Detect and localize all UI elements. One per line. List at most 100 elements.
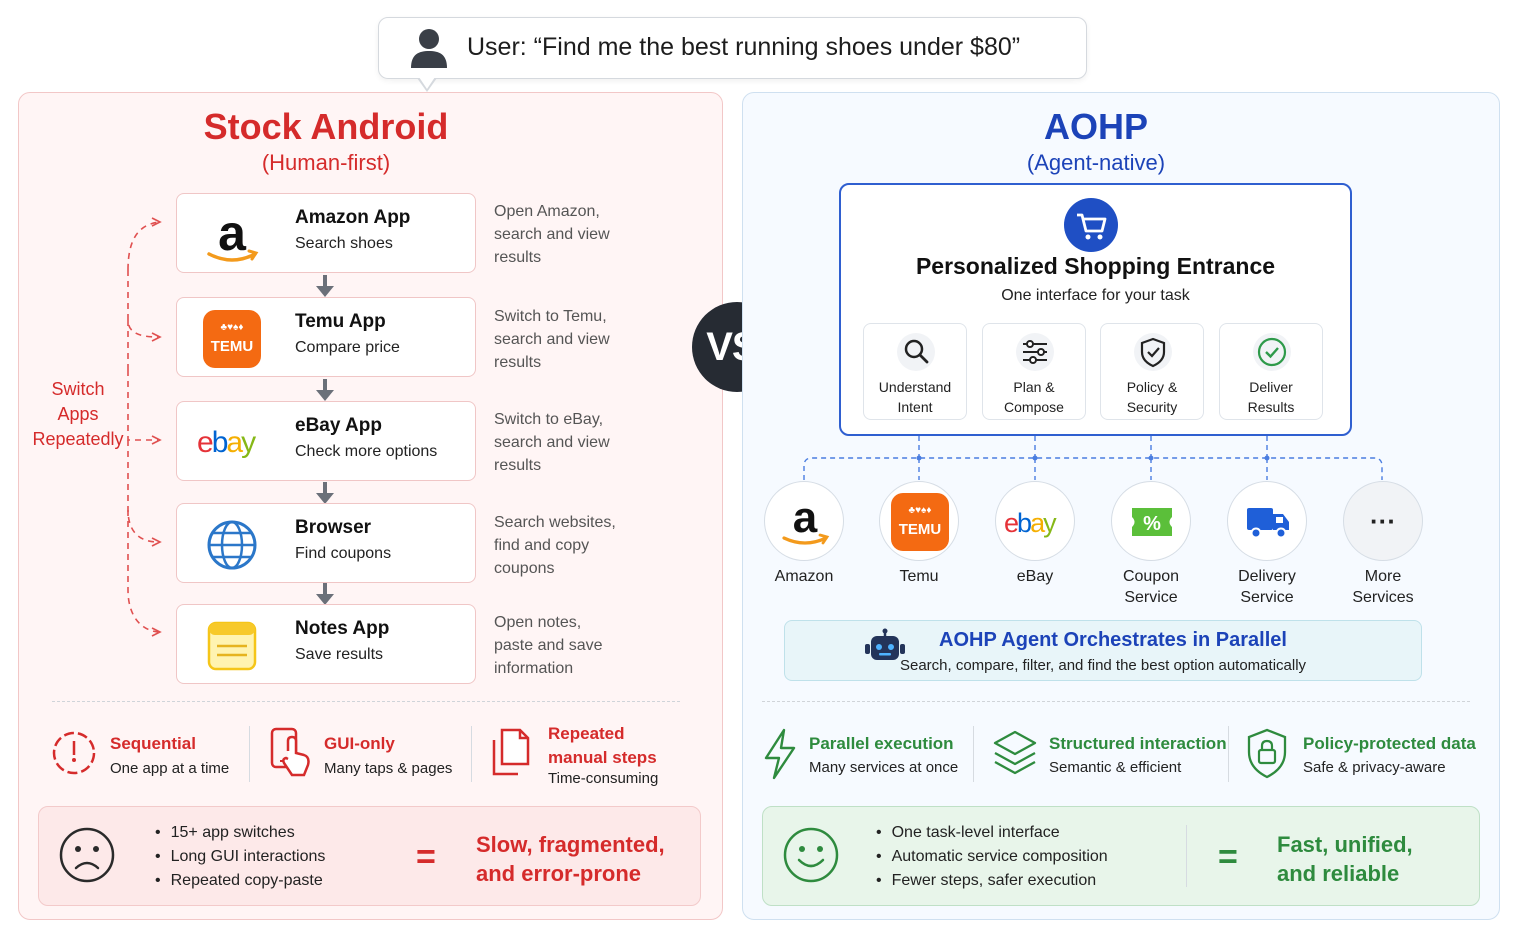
search-icon — [897, 333, 935, 371]
down-arrow-icon — [316, 482, 334, 504]
svg-text:a: a — [793, 493, 818, 542]
svg-text:ebay: ebay — [197, 426, 256, 459]
user-prompt-bubble: User: “Find me the best running shoes un… — [378, 17, 1087, 92]
svg-text:♣♥♠♦: ♣♥♠♦ — [221, 322, 244, 333]
stat-title: Sequential — [110, 734, 196, 753]
right-separator — [762, 701, 1470, 702]
stat-divider — [471, 726, 472, 782]
left-panel-title: Stock Android — [203, 106, 449, 147]
left-panel-subtitle: (Human-first) — [261, 150, 391, 175]
ebay-logo-icon: ebay — [197, 426, 258, 459]
right-panel-subtitle: (Agent-native) — [1026, 150, 1166, 175]
orchestrate-title: AOHP Agent Orchestrates in Parallel — [939, 629, 1287, 651]
service-amazon: a — [764, 481, 844, 561]
stat-subtitle: Time-consuming — [548, 770, 659, 787]
coupon-icon: % — [1132, 508, 1172, 536]
down-arrow-icon — [316, 583, 334, 605]
amazon-logo-icon: a — [207, 206, 259, 262]
personalized-shopping-entrance: Personalized Shopping Entrance One inter… — [839, 183, 1352, 436]
stat-divider — [249, 726, 250, 782]
app-subtitle: Save results — [295, 646, 384, 663]
notes-icon — [207, 621, 257, 671]
app-subtitle: Check more options — [295, 443, 438, 460]
notes-app-card: Notes App Save results — [176, 604, 476, 684]
service-coupon: % — [1111, 481, 1191, 561]
stat-title: Parallel execution — [809, 734, 954, 753]
sliders-icon — [1016, 333, 1054, 371]
stat-title: Policy-protected data — [1303, 734, 1476, 753]
service-label: Amazon — [774, 568, 834, 585]
lightning-icon — [764, 728, 796, 780]
left-result: Slow, fragmented,and error-prone — [476, 832, 665, 886]
orchestrate-subtitle: Search, compare, filter, and find the be… — [899, 657, 1307, 674]
ebay-app-card: ebay eBay App Check more options — [176, 401, 476, 481]
down-arrow-icon — [316, 379, 334, 401]
service-delivery — [1227, 481, 1307, 561]
left-summary-bullets: 15+ app switches Long GUI interactions R… — [155, 821, 326, 893]
service-temu: ♣♥♠♦ TEMU — [879, 481, 959, 561]
stat-subtitle: Many taps & pages — [324, 760, 453, 777]
user-prompt-text: User: “Find me the best running shoes un… — [467, 33, 1021, 61]
stat-divider — [973, 726, 974, 782]
svg-text:♣♥♠♦: ♣♥♠♦ — [909, 505, 932, 516]
left-separator — [52, 701, 680, 702]
shield-check-icon — [1134, 333, 1172, 371]
app-title: Amazon App — [295, 207, 411, 228]
stat-subtitle: One app at a time — [110, 760, 230, 777]
feature-plan-compose: Plan &Compose — [982, 323, 1086, 420]
truck-icon — [1247, 508, 1289, 539]
check-circle-icon — [1253, 333, 1291, 371]
feature-label: Policy &Security — [1126, 379, 1178, 415]
down-arrow-icon — [316, 275, 334, 297]
globe-icon — [207, 520, 257, 570]
temu-logo-icon: ♣♥♠♦ TEMU — [203, 310, 261, 368]
service-connectors — [803, 436, 1383, 480]
switch-apps-label: Switch Apps Repeatedly — [32, 379, 124, 449]
temu-logo-icon: ♣♥♠♦ TEMU — [891, 493, 949, 551]
svg-text:ebay: ebay — [1004, 508, 1057, 538]
user-avatar-icon — [411, 29, 447, 68]
summary-divider — [1186, 825, 1187, 887]
right-panel-title: AOHP — [1043, 106, 1148, 147]
entrance-title: Personalized Shopping Entrance — [915, 253, 1276, 279]
equals-sign: = — [1218, 838, 1238, 876]
temu-app-card: ♣♥♠♦ TEMU Temu App Compare price — [176, 297, 476, 377]
sad-face-icon — [59, 827, 115, 883]
right-summary-bullets: One task-level interface Automatic servi… — [876, 821, 1108, 893]
stat-subtitle: Many services at once — [809, 759, 959, 776]
timer-icon — [52, 731, 96, 775]
amazon-logo-icon: a — [782, 493, 830, 545]
entrance-subtitle: One interface for your task — [1001, 287, 1190, 304]
layers-icon — [993, 730, 1037, 775]
stat-title: GUI-only — [324, 734, 395, 753]
app-subtitle: Compare price — [295, 339, 400, 356]
feature-label: Plan &Compose — [1004, 379, 1064, 415]
more-icon: ··· — [1370, 506, 1396, 536]
app-subtitle: Find coupons — [295, 545, 392, 562]
equals-sign: = — [416, 838, 436, 876]
shopping-cart-icon — [1064, 198, 1118, 252]
robot-icon — [865, 628, 905, 660]
ebay-logo-icon: ebay — [1004, 508, 1059, 538]
app-title: Temu App — [295, 311, 386, 332]
stat-title: Structured interaction — [1049, 734, 1227, 753]
service-more: ··· — [1343, 481, 1423, 561]
svg-text:TEMU: TEMU — [899, 521, 942, 538]
app-subtitle: Search shoes — [295, 235, 393, 252]
copy-icon — [492, 728, 530, 776]
agent-orchestrate-box: AOHP Agent Orchestrates in Parallel Sear… — [784, 620, 1422, 681]
amazon-app-card: a Amazon App Search shoes — [176, 193, 476, 273]
svg-text:%: % — [1143, 513, 1161, 535]
service-label: Temu — [899, 568, 939, 585]
